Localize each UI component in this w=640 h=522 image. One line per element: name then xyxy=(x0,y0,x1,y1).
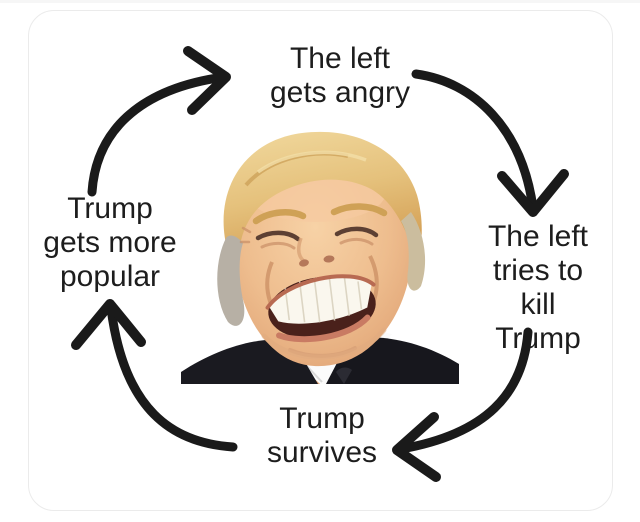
cycle-node-left: Trump gets more popular xyxy=(43,192,177,293)
arrow-right-to-bottom xyxy=(392,327,533,482)
cycle-node-bottom: Trump survives xyxy=(266,402,378,469)
arrow-left-to-top xyxy=(87,46,231,197)
cycle-node-top: The left gets angry xyxy=(269,42,411,109)
arrow-bottom-to-left xyxy=(71,299,238,452)
cycle-node-right: The left tries to kill Trump xyxy=(487,220,589,355)
arrow-top-to-right xyxy=(411,69,569,217)
top-edge-strip xyxy=(0,0,640,3)
trump-face-image xyxy=(181,131,459,384)
